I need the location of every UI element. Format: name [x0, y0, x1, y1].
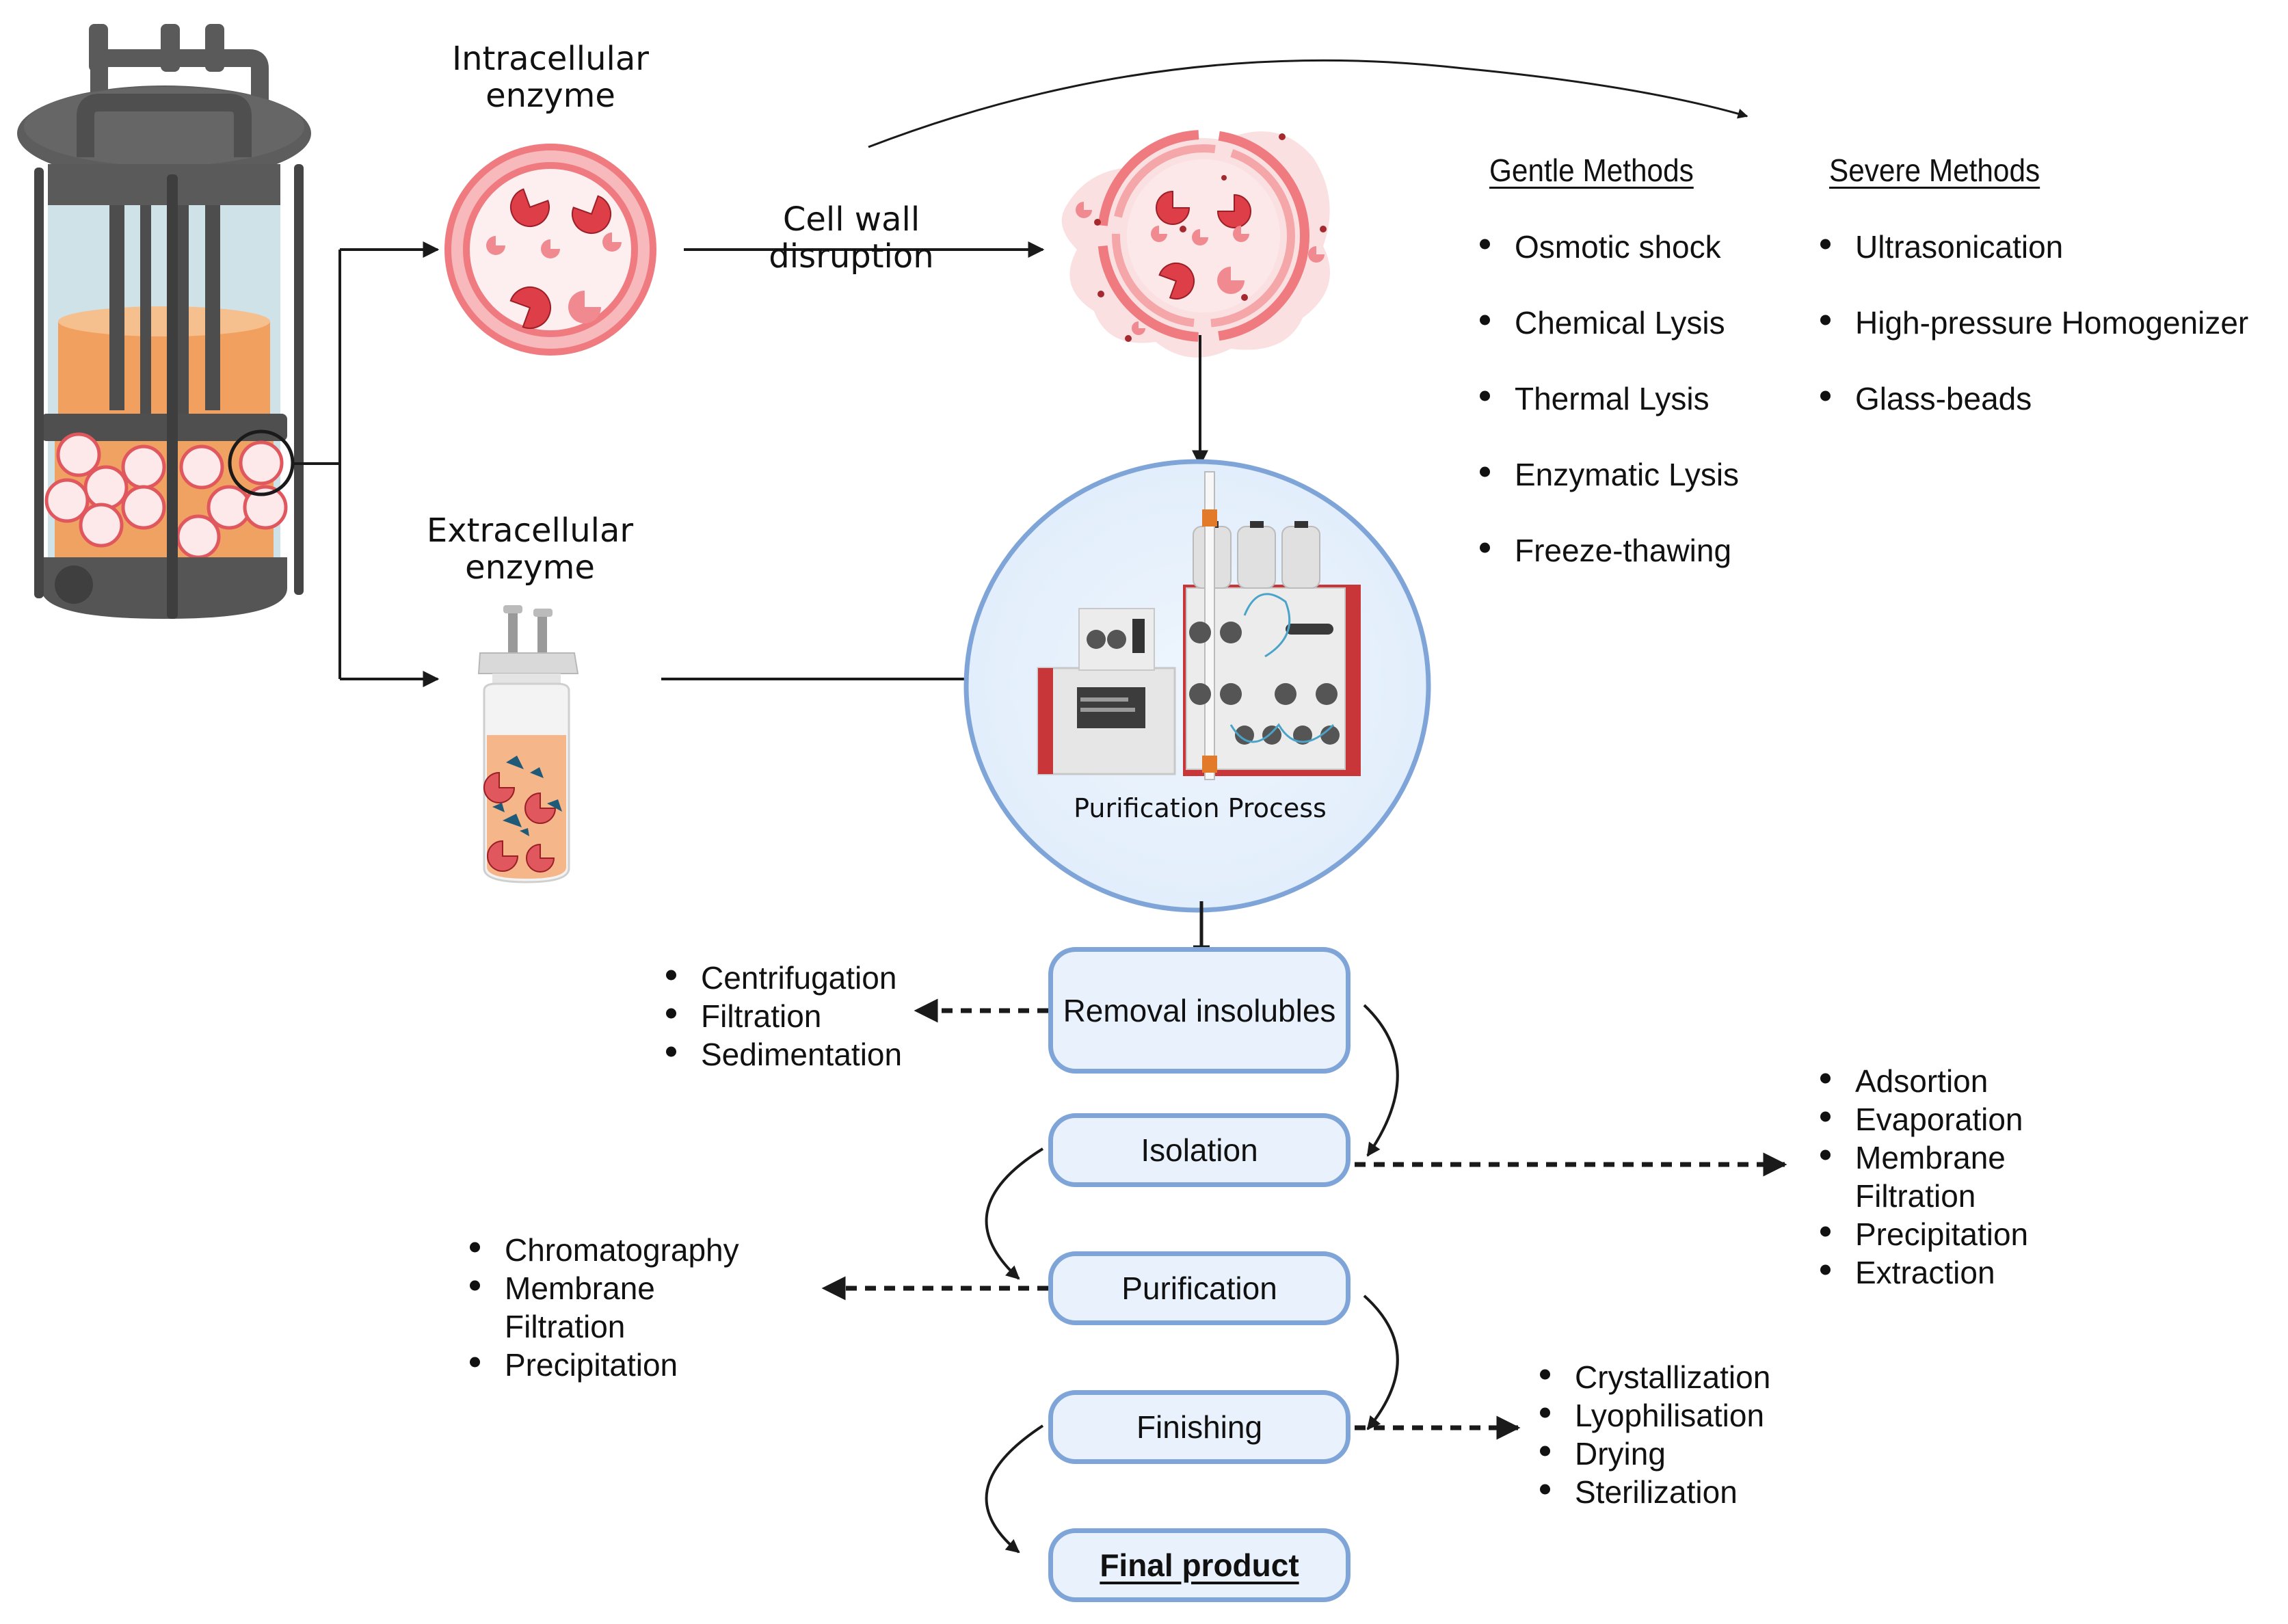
- method-item: Precipitation: [467, 1346, 739, 1384]
- method-item: Sedimentation: [663, 1035, 902, 1074]
- gentle-methods-heading: Gentle Methods: [1489, 152, 1694, 188]
- severe-method-item: High-pressure Homogenizer: [1818, 304, 2248, 380]
- method-item: Sterilization: [1537, 1473, 1770, 1511]
- method-item: Evaporation: [1818, 1100, 2033, 1139]
- removal-methods-list: Centrifugation Filtration Sedimentation: [663, 959, 902, 1074]
- method-item: Crystallization: [1537, 1358, 1770, 1396]
- method-item: Centrifugation: [663, 959, 902, 997]
- severe-method-item: Ultrasonication: [1818, 228, 2248, 304]
- purification-process-label: Purification Process: [1074, 793, 1327, 823]
- intracellular-enzyme-label: Intracellular enzyme: [451, 40, 650, 115]
- methods-curve-arrow: [868, 59, 1748, 148]
- method-item: Extraction: [1818, 1253, 2033, 1292]
- extracellular-enzyme-label: Extracellular enzyme: [426, 511, 634, 587]
- method-item: Lyophilisation: [1537, 1396, 1770, 1435]
- gentle-method-item: Freeze-thawing: [1477, 531, 1739, 607]
- reactor-connector-arrows: [293, 241, 440, 687]
- severe-methods-list: Ultrasonication High-pressure Homogenize…: [1818, 228, 2248, 455]
- step-label: Isolation: [1141, 1132, 1258, 1168]
- culture-bottle-icon: [477, 605, 579, 883]
- finishing-methods-list: Crystallization Lyophilisation Drying St…: [1537, 1358, 1770, 1511]
- severe-method-item: Glass-beads: [1818, 380, 2248, 455]
- severe-methods-heading: Severe Methods: [1829, 152, 2040, 188]
- method-item: Drying: [1537, 1435, 1770, 1473]
- purification-methods-list: Chromatography Membrane Filtration Preci…: [467, 1231, 739, 1384]
- method-dashed-arrows: [821, 998, 1787, 1440]
- step-label: Finishing: [1136, 1409, 1263, 1445]
- gentle-method-item: Osmotic shock: [1477, 228, 1739, 304]
- disrupted-cell-icon: [1061, 130, 1330, 358]
- method-item: Membrane Filtration: [467, 1269, 682, 1346]
- method-item: Precipitation: [1818, 1215, 2033, 1253]
- step-isolation: Isolation: [1048, 1113, 1351, 1187]
- step-label: Removal insolubles: [1063, 992, 1336, 1028]
- gentle-methods-list: Osmotic shock Chemical Lysis Thermal Lys…: [1477, 228, 1739, 607]
- cell-wall-disruption-label: Cell wall disruption: [769, 200, 934, 276]
- step-finishing: Finishing: [1048, 1390, 1351, 1464]
- gentle-method-item: Chemical Lysis: [1477, 304, 1739, 380]
- step-removal-insolubles: Removal insolubles: [1048, 947, 1351, 1074]
- step-label: Final product: [1100, 1547, 1299, 1583]
- method-item: Adsortion: [1818, 1062, 2033, 1100]
- purification-instrument-icon: [963, 459, 1431, 913]
- method-item: Membrane Filtration: [1818, 1139, 2033, 1215]
- gentle-method-item: Thermal Lysis: [1477, 380, 1739, 455]
- step-label: Purification: [1121, 1270, 1277, 1306]
- method-item: Chromatography: [467, 1231, 739, 1269]
- bioreactor-icon: [17, 24, 311, 619]
- gentle-method-item: Enzymatic Lysis: [1477, 455, 1739, 531]
- method-item: Filtration: [663, 997, 902, 1035]
- step-final-product: Final product: [1048, 1528, 1351, 1602]
- step-purification: Purification: [1048, 1251, 1351, 1325]
- isolation-methods-list: Adsortion Evaporation Membrane Filtratio…: [1818, 1062, 2033, 1292]
- intact-cell-icon: [444, 144, 656, 356]
- step-flow-arrows: [985, 1004, 1399, 1554]
